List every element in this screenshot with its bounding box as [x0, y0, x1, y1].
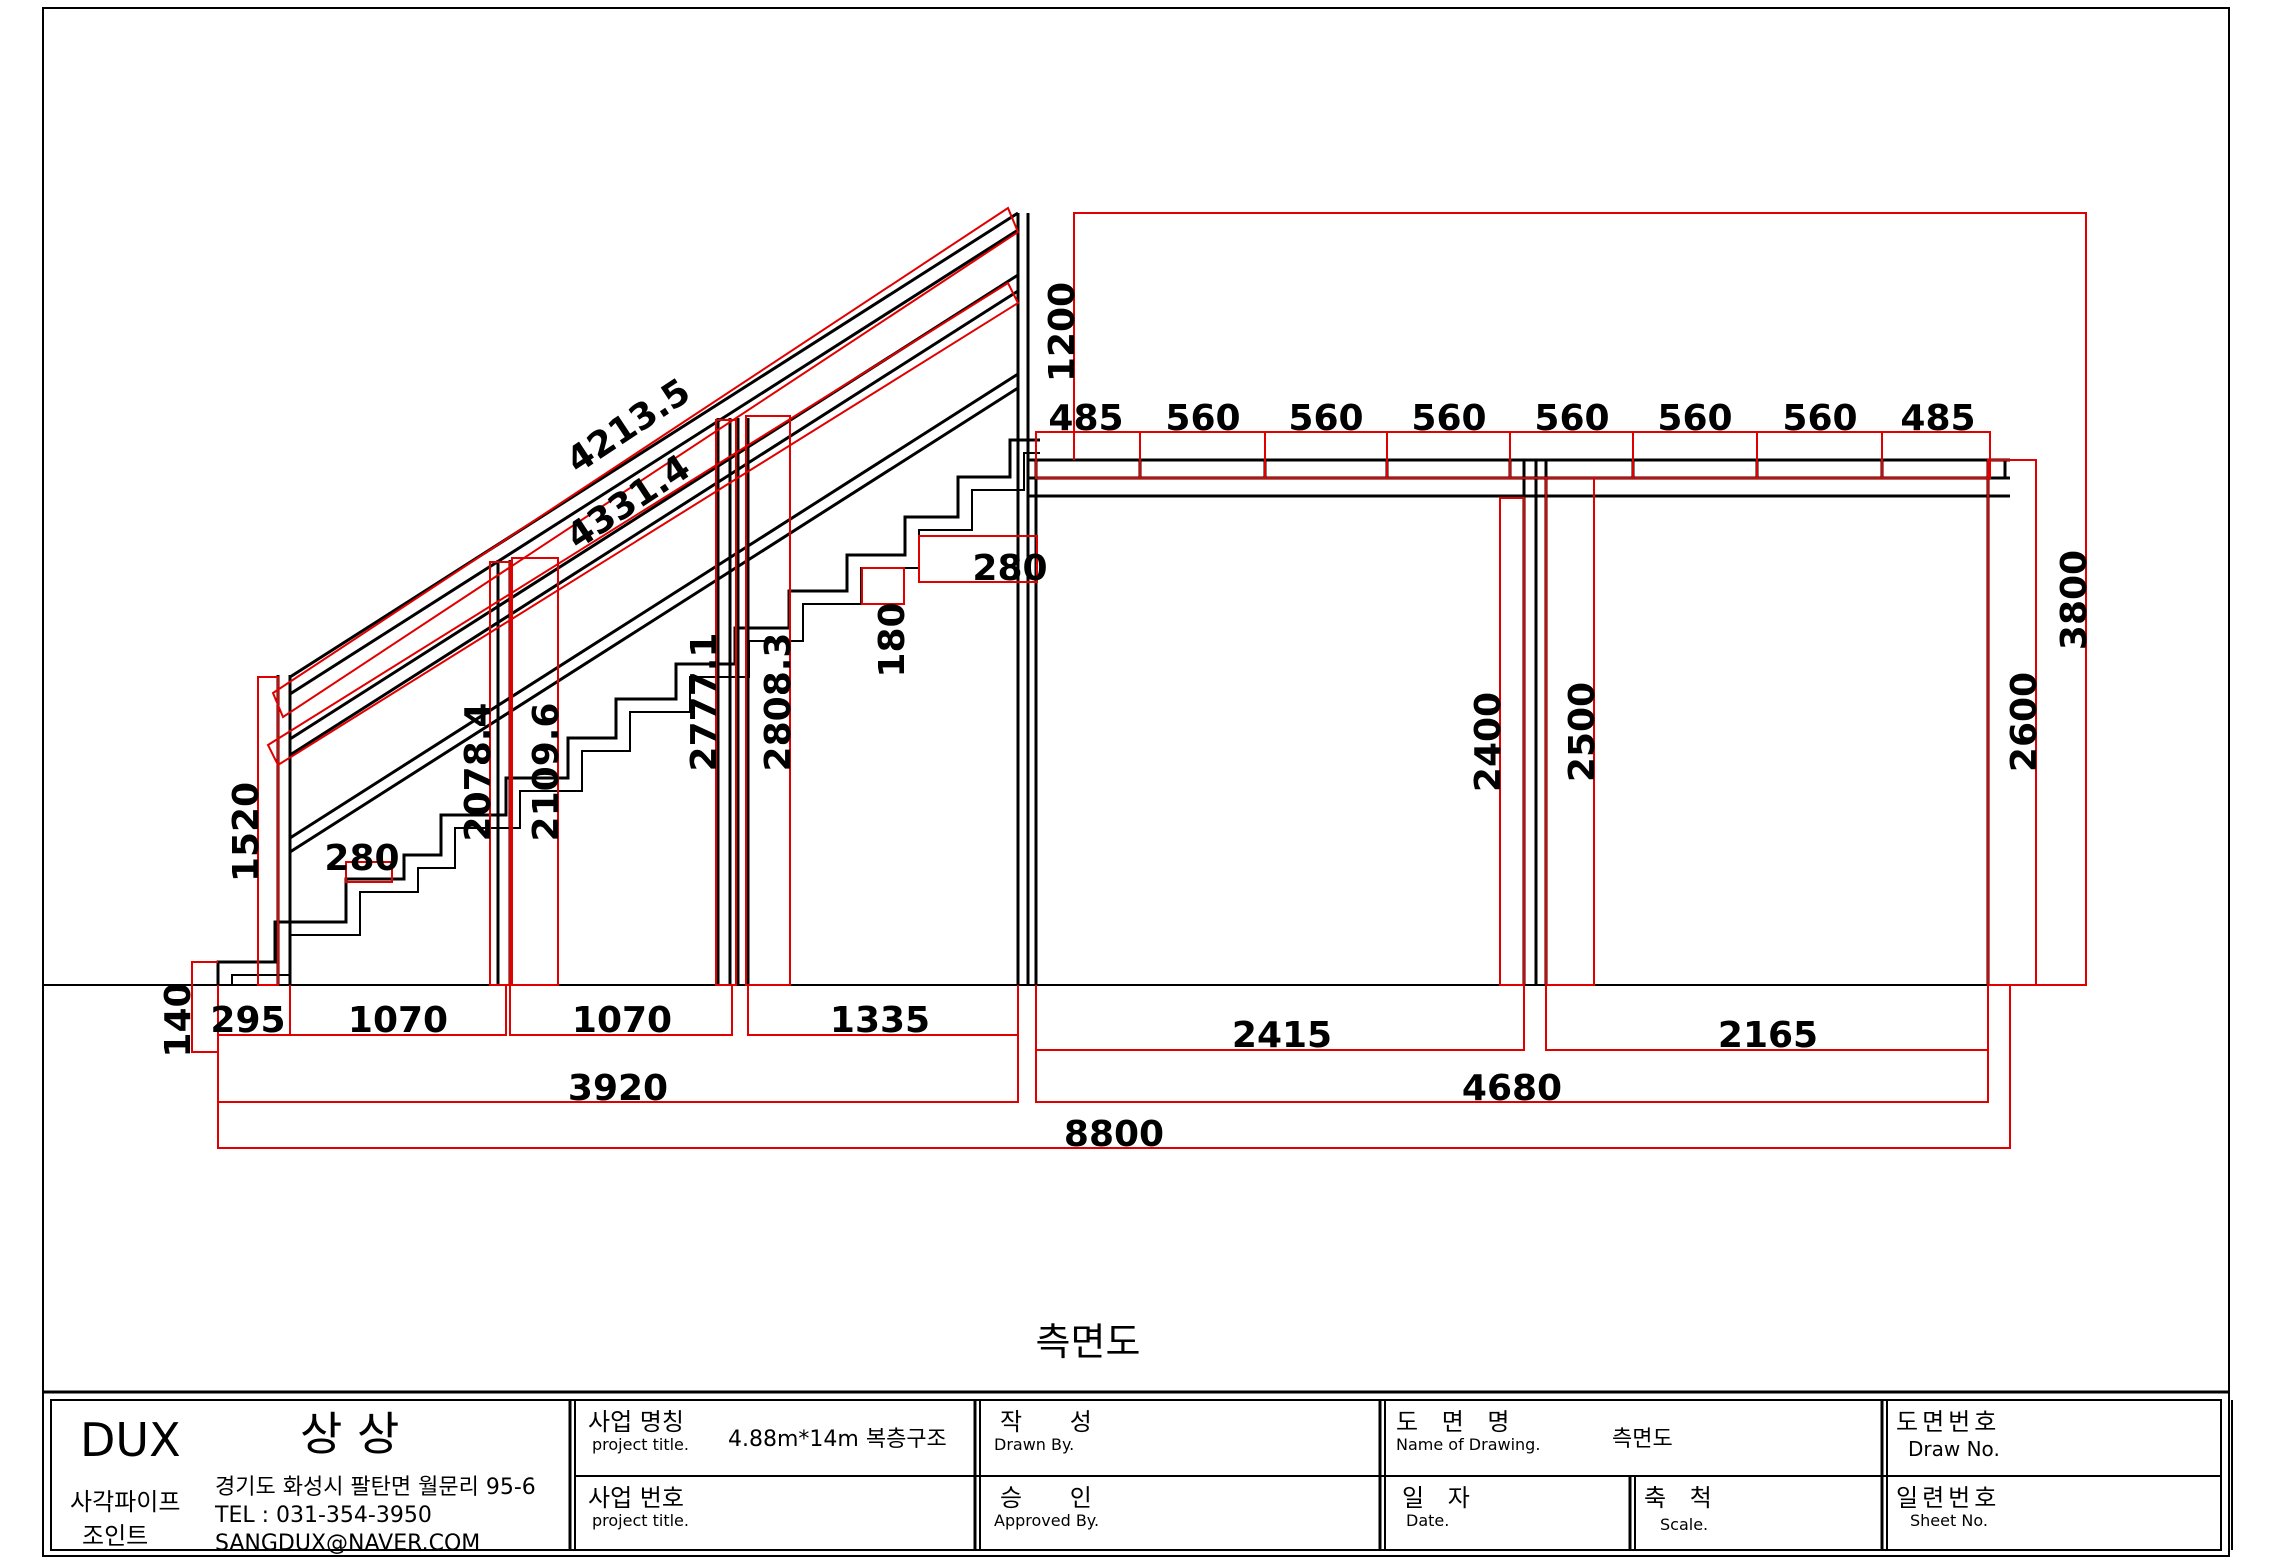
- dim-2415: 2415: [1232, 1015, 1332, 1056]
- dim-2400: 2400: [1468, 692, 1509, 792]
- dimension-labels: 295 1070 1070 1335 2415 2165 3920 4680 8…: [158, 282, 2095, 1155]
- stair-steps-inner: [231, 452, 1040, 985]
- dim-280-lower: 280: [324, 838, 399, 879]
- title-block-text: DUX 상 상 사각파이프 조인트 경기도 화성시 팔탄면 월문리 95-6 T…: [70, 1407, 2000, 1556]
- company-sub-2: 조인트: [82, 1522, 148, 1550]
- sheet-no-ko: 일련번호: [1896, 1484, 2000, 1512]
- dim-485-a: 485: [1048, 398, 1123, 439]
- dim-2777-1: 2777.1: [684, 633, 725, 772]
- dimension-lines: [191, 206, 2087, 1149]
- dim-560-f: 560: [1782, 398, 1857, 439]
- sheet-no-en: Sheet No.: [1910, 1511, 1988, 1530]
- dim-560-c: 560: [1411, 398, 1486, 439]
- drawing-caption: 측면도: [1036, 1320, 1141, 1364]
- company-name: 상 상: [300, 1407, 399, 1461]
- company-email: SANGDUX@NAVER.COM: [215, 1531, 480, 1556]
- dim-560-a: 560: [1165, 398, 1240, 439]
- dim-1335: 1335: [830, 1000, 930, 1041]
- project-name-value: 4.88m*14m 복층구조: [728, 1427, 947, 1452]
- dim-140: 140: [158, 982, 199, 1057]
- title-block: [43, 1390, 2233, 1551]
- company-sub-1: 사각파이프: [70, 1488, 180, 1516]
- project-no-ko: 사업 번호: [588, 1484, 684, 1512]
- approved-by-en: Approved By.: [994, 1511, 1099, 1530]
- dim-295: 295: [210, 1000, 285, 1041]
- dim-560-b: 560: [1288, 398, 1363, 439]
- dim-485-b: 485: [1900, 398, 1975, 439]
- dim-1070-b: 1070: [572, 1000, 672, 1041]
- dim-2808-3: 2808.3: [758, 633, 799, 772]
- dim-560-d: 560: [1534, 398, 1609, 439]
- dim-280-upper: 280: [972, 548, 1047, 589]
- dim-3920: 3920: [568, 1068, 668, 1109]
- scale-en: Scale.: [1660, 1515, 1708, 1534]
- dim-8800: 8800: [1064, 1114, 1164, 1155]
- dim-2165: 2165: [1718, 1015, 1818, 1056]
- drawing-name-value: 측면도: [1612, 1427, 1673, 1452]
- draw-no-ko: 도면번호: [1896, 1408, 2000, 1436]
- dim-1200: 1200: [1042, 282, 1083, 382]
- date-ko: 일 자: [1402, 1484, 1478, 1512]
- drawing-name-ko: 도 면 명: [1396, 1408, 1518, 1436]
- sheet-border: [42, 7, 2230, 1557]
- project-name-ko: 사업 명칭: [588, 1408, 684, 1436]
- scale-ko: 축 척: [1644, 1484, 1720, 1512]
- dim-180: 180: [872, 602, 913, 677]
- dim-2500: 2500: [1562, 682, 1603, 782]
- drawn-by-en: Drawn By.: [994, 1435, 1074, 1454]
- dim-560-e: 560: [1657, 398, 1732, 439]
- company-address: 경기도 화성시 팔탄면 월문리 95-6: [215, 1475, 536, 1500]
- company-brand: DUX: [80, 1413, 181, 1467]
- project-name-en: project title.: [592, 1435, 689, 1454]
- dim-2109-6: 2109.6: [526, 703, 567, 842]
- drawing-name-en: Name of Drawing.: [1396, 1435, 1540, 1454]
- dim-3800: 3800: [2054, 550, 2095, 650]
- date-en: Date.: [1406, 1511, 1449, 1530]
- mezzanine-frame: [1028, 458, 2010, 985]
- dim-2078-4: 2078.4: [458, 703, 499, 842]
- draw-no-en: Draw No.: [1908, 1437, 2000, 1461]
- company-tel: TEL : 031-354-3950: [214, 1503, 432, 1528]
- drawn-by-ko: 작 성: [1000, 1408, 1112, 1436]
- dim-2600: 2600: [2004, 672, 2045, 772]
- dim-1070-a: 1070: [348, 1000, 448, 1041]
- dim-4680: 4680: [1462, 1068, 1562, 1109]
- approved-by-ko: 승 인: [1000, 1484, 1112, 1512]
- project-no-en: project title.: [592, 1511, 689, 1530]
- dim-1520: 1520: [226, 782, 267, 882]
